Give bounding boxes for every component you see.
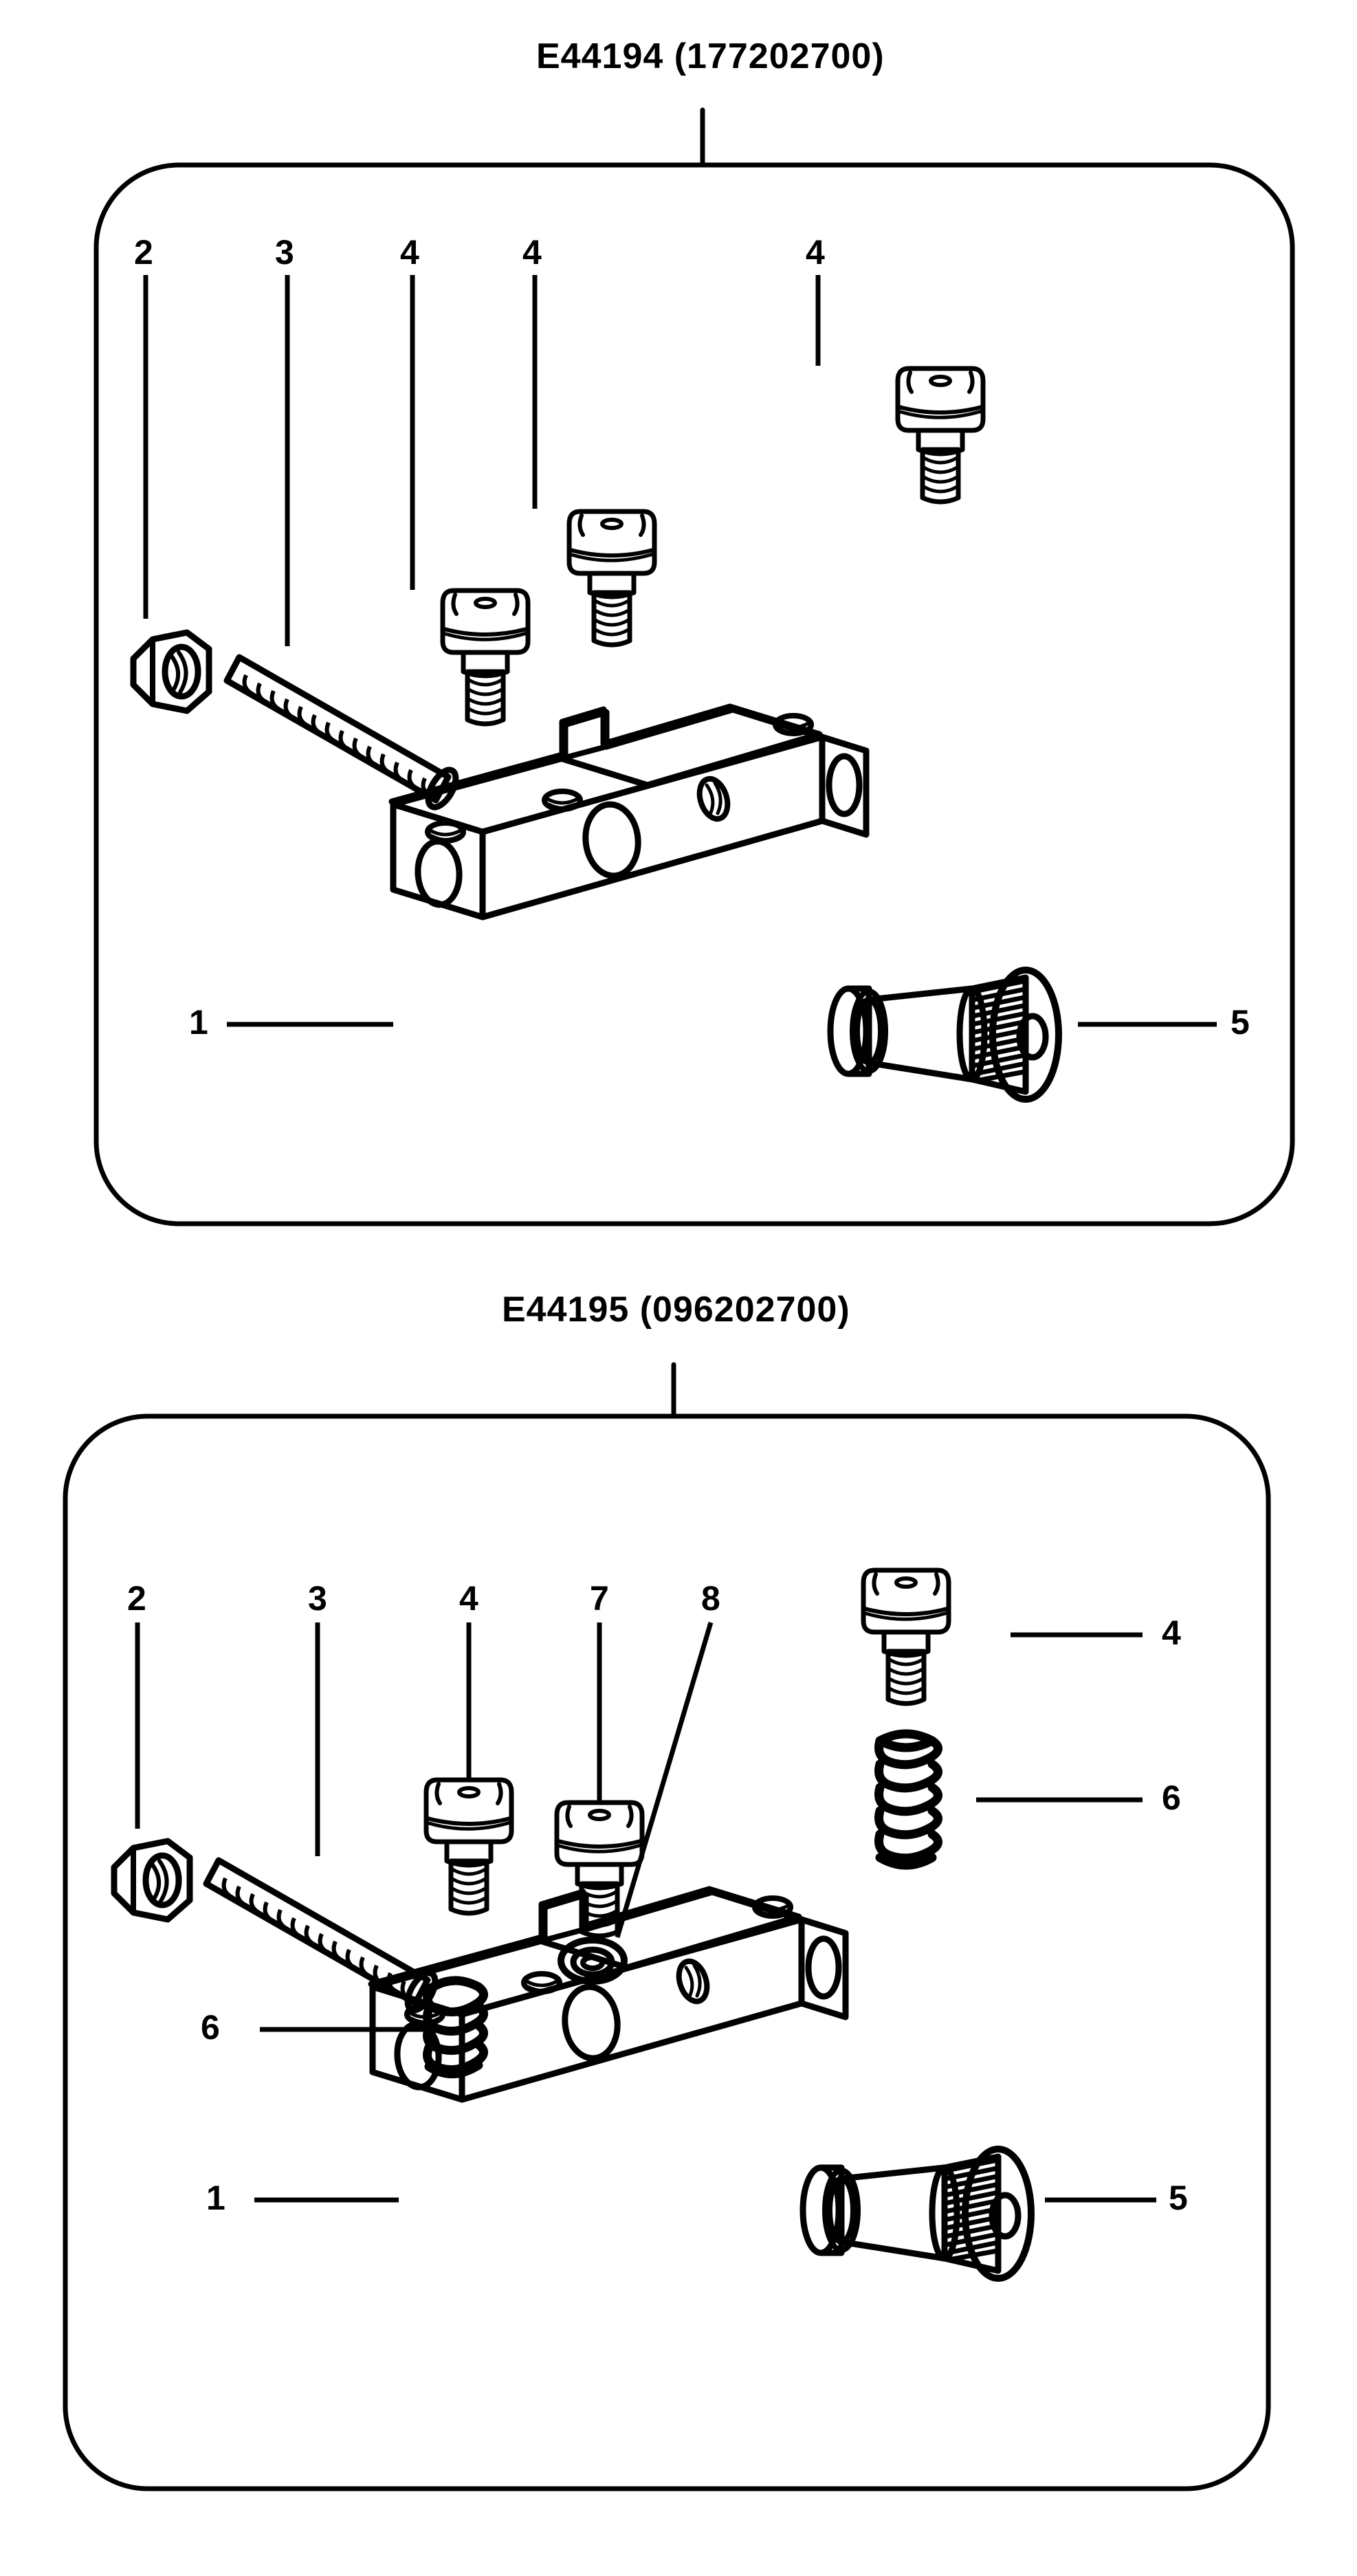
part-coil-spring-bottom-right	[879, 1734, 938, 1865]
leader-lines-top	[143, 275, 1217, 1027]
callout-panel1-5: 5	[1231, 1003, 1250, 1042]
panel-frame-bottom	[63, 1362, 1271, 2491]
callout-panel2-6b: 6	[201, 2008, 220, 2047]
callout-panel1-3: 3	[275, 233, 294, 272]
part-thumb-screw-bottom-c	[863, 1570, 949, 1704]
leader-lines-bottom	[135, 1622, 1156, 2203]
part-knurled-knob-top	[830, 970, 1059, 1099]
part-bracket-bar-top	[392, 707, 866, 917]
part-threaded-rod-bottom	[206, 1860, 441, 2014]
part-thumb-screw-bottom-a	[426, 1780, 511, 1913]
callout-panel2-8: 8	[701, 1579, 720, 1618]
panel-frame-top	[93, 107, 1295, 1226]
callout-panel1-2: 2	[134, 233, 153, 272]
part-thumb-screw-top-a	[443, 591, 528, 724]
part-thumb-screw-top-b	[569, 511, 654, 645]
callout-panel2-1: 1	[206, 2179, 225, 2217]
callout-panel1-4a: 4	[400, 233, 419, 272]
callout-panel2-2: 2	[127, 1579, 146, 1618]
callout-panel2-7: 7	[590, 1579, 609, 1618]
panel-title-bottom: E44195 (096202700)	[502, 1290, 850, 1330]
callout-panel1-4c: 4	[806, 233, 825, 272]
callout-panel2-6a: 6	[1162, 1779, 1181, 1817]
part-knurled-knob-bottom	[803, 2149, 1031, 2278]
part-threaded-rod-top	[227, 657, 461, 811]
callout-panel2-3: 3	[308, 1579, 327, 1618]
callout-panel1-4b: 4	[522, 233, 542, 272]
callout-panel2-4b: 4	[1162, 1614, 1181, 1652]
callout-panel2-4a: 4	[459, 1579, 478, 1618]
callout-panel2-5: 5	[1169, 2179, 1188, 2217]
part-thumb-screw-top-c	[898, 368, 983, 502]
part-hex-nut-bottom	[114, 1841, 190, 1919]
panel-title-top: E44194 (177202700)	[536, 36, 885, 76]
callout-panel1-1: 1	[189, 1003, 208, 1042]
part-hex-nut-top	[133, 632, 209, 711]
